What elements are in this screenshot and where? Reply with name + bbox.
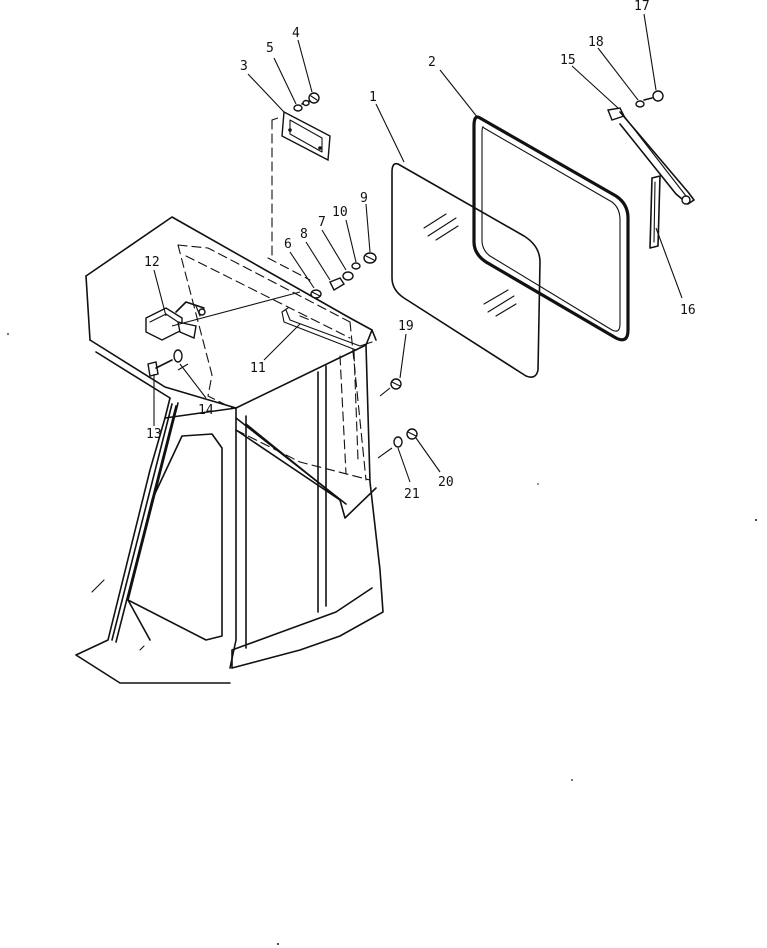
nut-part-19 <box>390 378 402 390</box>
callout-12: 12 <box>144 255 160 270</box>
bolt-part-13 <box>147 359 173 377</box>
glass-part-1 <box>391 162 541 378</box>
scan-specks <box>7 333 757 945</box>
callout-17: 17 <box>634 0 650 14</box>
washer-part-18 <box>635 100 645 108</box>
callout-5: 5 <box>266 41 274 56</box>
bolt-part-6 <box>310 289 322 299</box>
callout-13: 13 <box>146 427 162 442</box>
wiper-arm-part-15 <box>607 107 695 205</box>
bolt-part-20 <box>406 428 418 440</box>
rod-part-11 <box>281 307 373 351</box>
callout-9: 9 <box>360 191 368 206</box>
callout-3: 3 <box>240 59 248 74</box>
leader-lines <box>153 13 683 483</box>
strip-part-16 <box>649 175 661 249</box>
callout-16: 16 <box>680 303 696 318</box>
callout-10: 10 <box>332 205 348 220</box>
cab-body <box>75 216 384 684</box>
weatherstrip-part-2 <box>472 115 630 342</box>
callout-6: 6 <box>284 237 292 252</box>
plate-part-3 <box>281 110 331 162</box>
wiper-motor-part-12 <box>145 301 206 341</box>
hidden-edges <box>177 119 371 481</box>
assembly-lines <box>171 117 393 459</box>
callout-11: 11 <box>250 361 266 376</box>
washer-part-14 <box>173 349 183 363</box>
washer-part-5 <box>293 104 303 112</box>
callout-8: 8 <box>300 227 308 242</box>
washer-part-10 <box>351 262 361 270</box>
washer-part-7 <box>342 271 354 281</box>
callout-7: 7 <box>318 215 326 230</box>
callout-2: 2 <box>428 55 436 70</box>
callout-18: 18 <box>588 35 604 50</box>
clip-part-8 <box>329 277 345 291</box>
nut-part-9 <box>363 252 377 264</box>
callout-numbers: 1 2 3 4 5 6 7 8 9 10 11 12 13 14 15 16 1… <box>144 0 696 502</box>
callout-19: 19 <box>398 319 414 334</box>
callout-4: 4 <box>292 26 300 41</box>
bolt-part-4 <box>301 92 320 107</box>
washer-part-21 <box>393 436 403 448</box>
callout-20: 20 <box>438 475 454 490</box>
bolt-part-17 <box>643 90 664 102</box>
callout-15: 15 <box>560 53 576 68</box>
callout-21: 21 <box>404 487 420 502</box>
callout-14: 14 <box>198 403 214 418</box>
callout-1: 1 <box>369 90 377 105</box>
